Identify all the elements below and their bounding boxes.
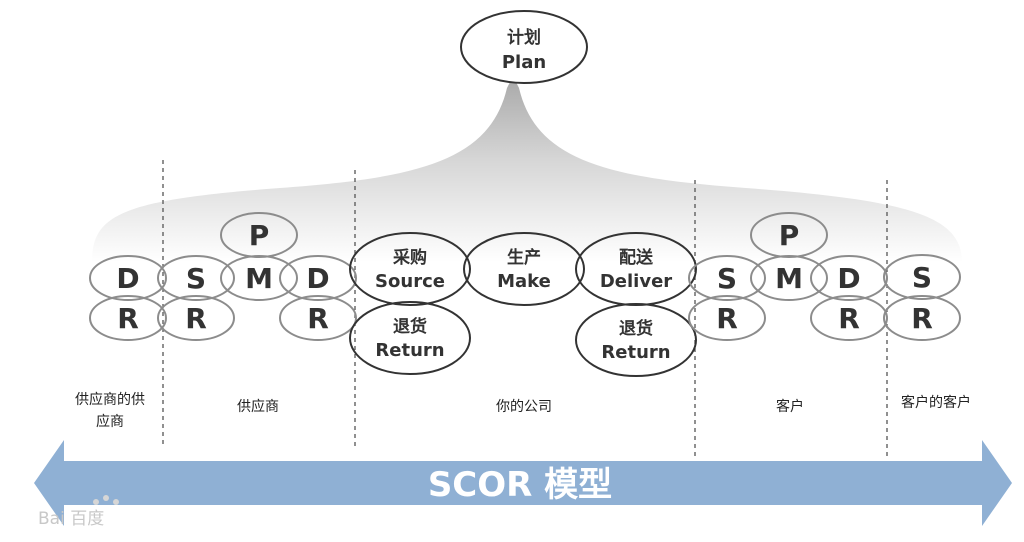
company-return-in-cn: 退货 (393, 316, 427, 337)
supplier-deliver: D (306, 262, 329, 295)
zone-label-suppliers-supplier-line1: 供应商的供 (75, 391, 145, 408)
customer-deliver-return: R (838, 302, 860, 335)
plan-en-label: Plan (502, 52, 546, 73)
company-return-out-en: Return (601, 342, 670, 363)
company-group: 采购 Source 生产 Make 配送 Deliver 退货 Return 退… (349, 232, 697, 377)
supplier-source: S (186, 262, 206, 295)
company-deliver-cn: 配送 (619, 247, 654, 268)
company-deliver-en: Deliver (600, 271, 672, 292)
scor-double-arrow (34, 440, 1012, 526)
company-source-cn: 采购 (392, 247, 427, 268)
customer-plan: P (779, 219, 800, 252)
zone-label-your-company: 你的公司 (496, 399, 552, 415)
supplier-source-return: R (185, 302, 207, 335)
plan-cn-label: 计划 (507, 27, 541, 48)
company-make-cn: 生产 (507, 247, 541, 268)
zone-label-customers-customer: 客户的客户 (901, 394, 971, 411)
customer-make: M (775, 262, 803, 295)
customer-deliver: D (837, 262, 860, 295)
customer-group: P S M D R R (688, 212, 888, 341)
supplier-deliver-return: R (307, 302, 329, 335)
company-make-en: Make (497, 271, 551, 292)
company-return-in-en: Return (375, 340, 444, 361)
company-return-out-cn: 退货 (619, 318, 653, 339)
plan-convergence-fan (92, 76, 962, 262)
supplier-supplier-deliver: D (116, 262, 139, 295)
company-source-en: Source (375, 271, 445, 292)
supplier-supplier-return: R (117, 302, 139, 335)
zone-label-customer: 客户 (776, 398, 804, 415)
zone-label-supplier: 供应商 (237, 398, 279, 415)
plan-node: 计划 Plan (460, 10, 588, 84)
supplier-plan: P (249, 219, 270, 252)
customer-customer-source: S (912, 261, 932, 294)
baidu-watermark: Bai 百度 (38, 495, 119, 529)
zone-label-suppliers-supplier-line2: 应商 (96, 413, 124, 430)
customer-source-return: R (716, 302, 738, 335)
supplier-make: M (245, 262, 273, 295)
watermark-text: Bai 百度 (38, 509, 104, 529)
scor-banner-title: SCOR 模型 (428, 465, 612, 505)
supplier-group: P S M D R R (157, 212, 357, 341)
customer-source: S (717, 262, 737, 295)
customer-customer-group: S R (883, 254, 961, 341)
customer-customer-return: R (911, 302, 933, 335)
supplier-supplier-group: D R (89, 255, 167, 341)
